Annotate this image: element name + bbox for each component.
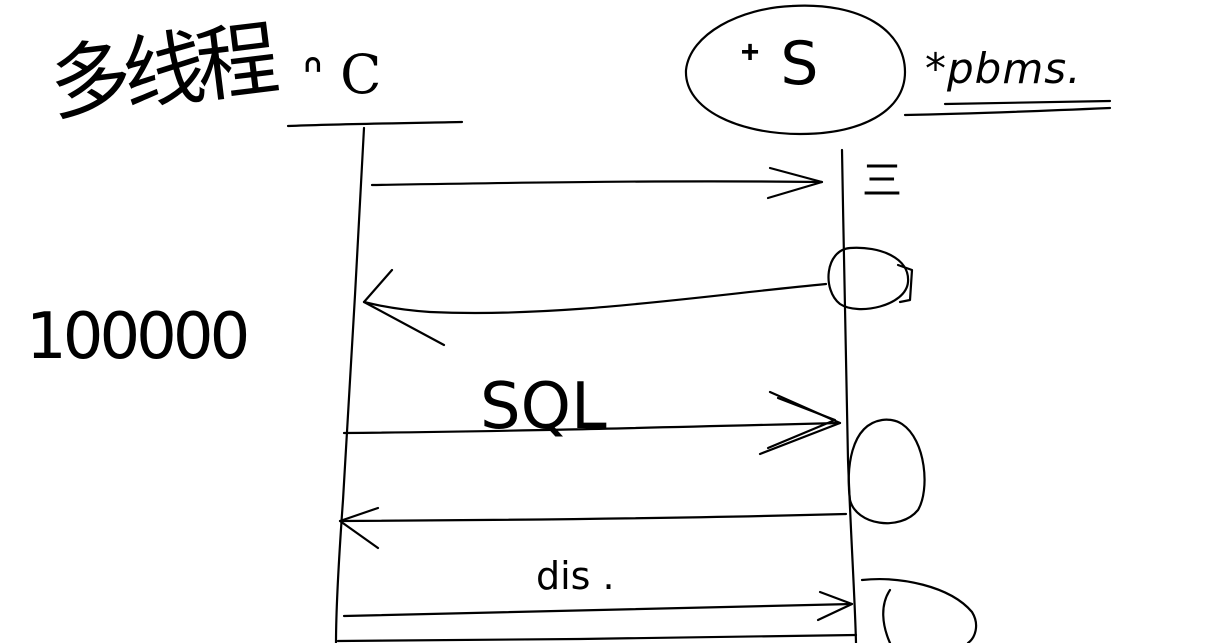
arrow-request-line xyxy=(370,180,824,187)
arrow-dis-line xyxy=(342,602,854,618)
client-lifeline xyxy=(334,126,366,643)
sql-label: SQL xyxy=(480,370,607,444)
arrow-result-head xyxy=(338,506,380,550)
activation-blob-3 xyxy=(860,578,978,643)
activation-blob-2 xyxy=(847,418,926,525)
dis-label: dis . xyxy=(536,554,615,598)
count-label: 100000 xyxy=(26,300,250,374)
three-label: 三 xyxy=(862,158,902,204)
server-header-line xyxy=(903,106,1112,117)
arrow-response-line xyxy=(362,282,828,315)
server-ellipse xyxy=(684,4,907,136)
arrow-sql-line xyxy=(342,421,842,435)
client-label: ᐢ C xyxy=(302,43,382,106)
bottom-line xyxy=(336,633,858,643)
arrow-dis-head xyxy=(816,590,854,622)
arrow-response-head xyxy=(362,268,446,347)
server-name-label: *pbms. xyxy=(925,44,1082,93)
client-header-line xyxy=(286,120,464,128)
server-lifeline xyxy=(840,148,858,643)
server-short-label: ᐩ S xyxy=(738,29,819,99)
arrow-sql-head xyxy=(758,390,842,456)
arrow-sql-head-2 xyxy=(766,396,837,450)
arrow-request-head xyxy=(766,166,824,200)
activation-blob-3-inner xyxy=(882,588,892,643)
activation-blob-1 xyxy=(827,246,910,311)
server-header-line-2 xyxy=(943,99,1112,106)
arrow-result-line xyxy=(338,512,848,523)
activation-blob-1-tick xyxy=(896,263,914,304)
